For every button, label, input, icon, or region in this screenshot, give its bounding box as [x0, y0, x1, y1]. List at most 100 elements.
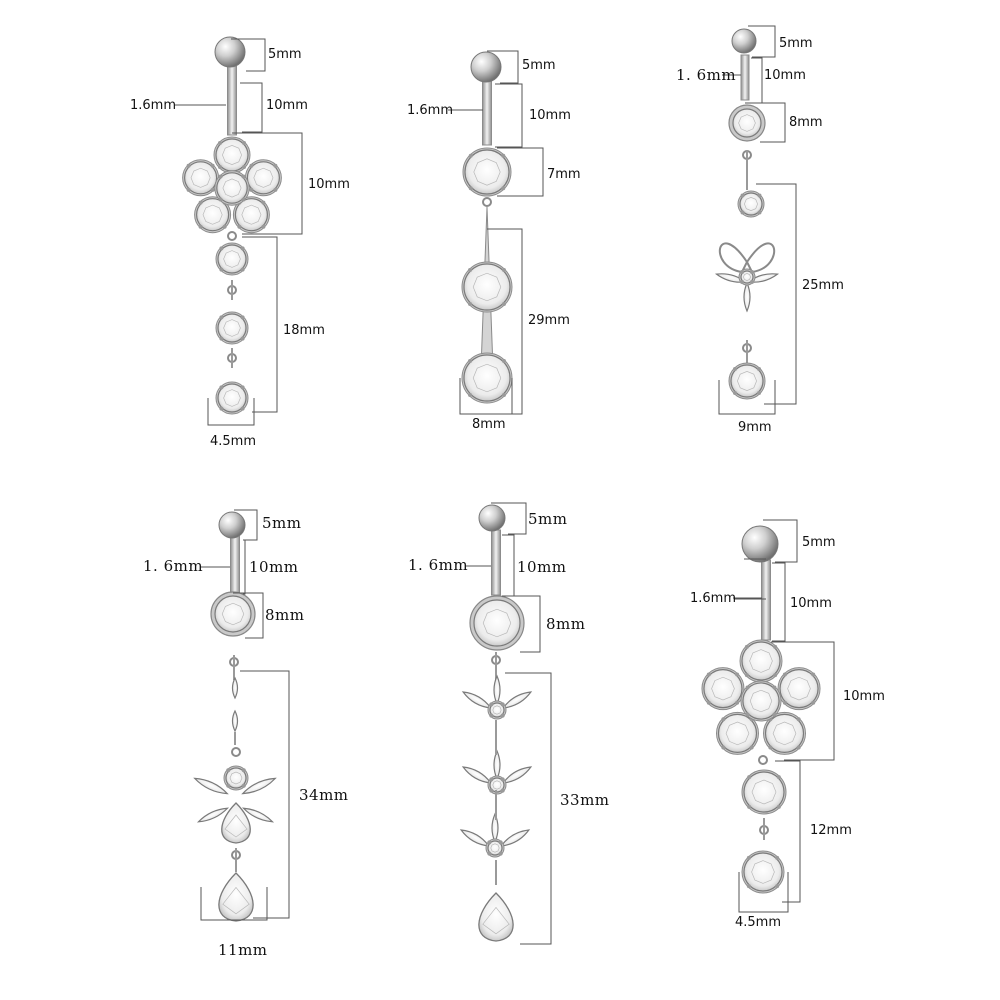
prong	[241, 783, 246, 788]
curved-bar	[227, 64, 237, 136]
dimension-bracket	[497, 147, 544, 197]
gem-facet	[222, 145, 242, 165]
gem-facet	[749, 689, 773, 713]
product-3	[714, 25, 797, 415]
prong	[721, 717, 726, 722]
prong	[219, 267, 224, 272]
p4-width-label: 11mm	[218, 941, 268, 959]
curved-bar	[491, 529, 501, 596]
p1-bar-label: 10mm	[266, 98, 308, 113]
prong	[732, 391, 737, 396]
prong	[210, 187, 215, 192]
gem-facet	[222, 178, 242, 198]
dimension-bracket	[771, 641, 835, 761]
prong	[218, 197, 223, 202]
p1-width-label: 4.5mm	[210, 434, 257, 449]
p1-top-label: 10mm	[308, 177, 350, 192]
dimension-bracket	[233, 592, 264, 639]
prong	[775, 855, 780, 860]
prong	[768, 745, 773, 750]
prong	[776, 775, 781, 780]
dimension-bracket	[775, 760, 801, 903]
round-gem	[739, 192, 763, 216]
dimension-bracket	[495, 83, 523, 148]
round-gem	[741, 641, 781, 681]
prong	[487, 851, 492, 856]
prong	[773, 644, 778, 649]
prong	[500, 713, 505, 718]
prong	[782, 700, 787, 705]
curved-bar	[740, 54, 750, 101]
gem-facet	[772, 721, 797, 746]
dimension-bracket	[234, 509, 258, 541]
teardrop-gem	[478, 892, 514, 942]
prong	[240, 385, 245, 390]
prong	[740, 270, 745, 275]
prong	[811, 672, 816, 677]
ball-end	[731, 28, 757, 54]
prong	[775, 884, 780, 889]
gem-facet	[711, 676, 735, 701]
bezel-gem	[732, 108, 762, 138]
jump-ring	[231, 747, 241, 757]
prong	[186, 187, 191, 192]
p1-drop-label: 18mm	[283, 323, 325, 338]
prong	[749, 745, 754, 750]
dimension-bracket	[505, 595, 541, 653]
p2-width-label: 8mm	[472, 417, 506, 432]
prong	[218, 174, 223, 179]
prong	[219, 406, 224, 411]
round-gem	[487, 840, 503, 856]
prong	[501, 301, 506, 306]
teardrop-gem	[221, 802, 251, 844]
curved-bar	[482, 79, 492, 146]
marquise-gem	[746, 273, 780, 283]
prong	[732, 366, 737, 371]
dimension-bracket	[751, 57, 763, 104]
prong	[489, 788, 494, 793]
gem-facet	[492, 780, 502, 790]
curved-bar	[230, 529, 240, 596]
product-2	[459, 50, 544, 415]
dimension-bracket	[738, 872, 789, 913]
gem-facet	[253, 167, 274, 188]
marquise-gem	[499, 829, 531, 847]
prong	[746, 884, 751, 889]
prong	[210, 163, 215, 168]
round-gem	[743, 771, 785, 813]
p5-drop-label: 33mm	[560, 791, 610, 809]
teardrop-gem	[218, 872, 254, 922]
prong	[500, 788, 505, 793]
prong	[489, 777, 494, 782]
dimension-bracket	[243, 539, 246, 595]
prong	[237, 224, 242, 229]
marquise-gem	[241, 777, 277, 795]
product-6	[701, 519, 835, 913]
prong	[501, 186, 506, 191]
prong	[468, 268, 473, 273]
prong	[219, 315, 224, 320]
prong	[273, 187, 278, 192]
prong	[500, 777, 505, 782]
round-gem	[246, 161, 280, 195]
prong	[747, 775, 752, 780]
marquise-gem	[231, 709, 239, 733]
prong	[242, 140, 247, 145]
dimension-bracket	[240, 82, 263, 133]
prong	[501, 153, 506, 158]
p4-ball-label: 5mm	[262, 514, 302, 532]
prong	[226, 783, 231, 788]
prong	[273, 163, 278, 168]
ball-end	[478, 504, 506, 532]
gem-facet	[490, 843, 500, 853]
gem-facet	[223, 250, 241, 268]
p5-bar-label: 10mm	[517, 558, 567, 576]
round-gem	[489, 702, 505, 718]
gem-facet	[737, 371, 757, 391]
prong	[757, 366, 762, 371]
p3-width-label: 9mm	[738, 420, 772, 435]
dimension-bracket	[505, 672, 552, 945]
round-gem	[764, 713, 805, 753]
prong	[796, 745, 801, 750]
